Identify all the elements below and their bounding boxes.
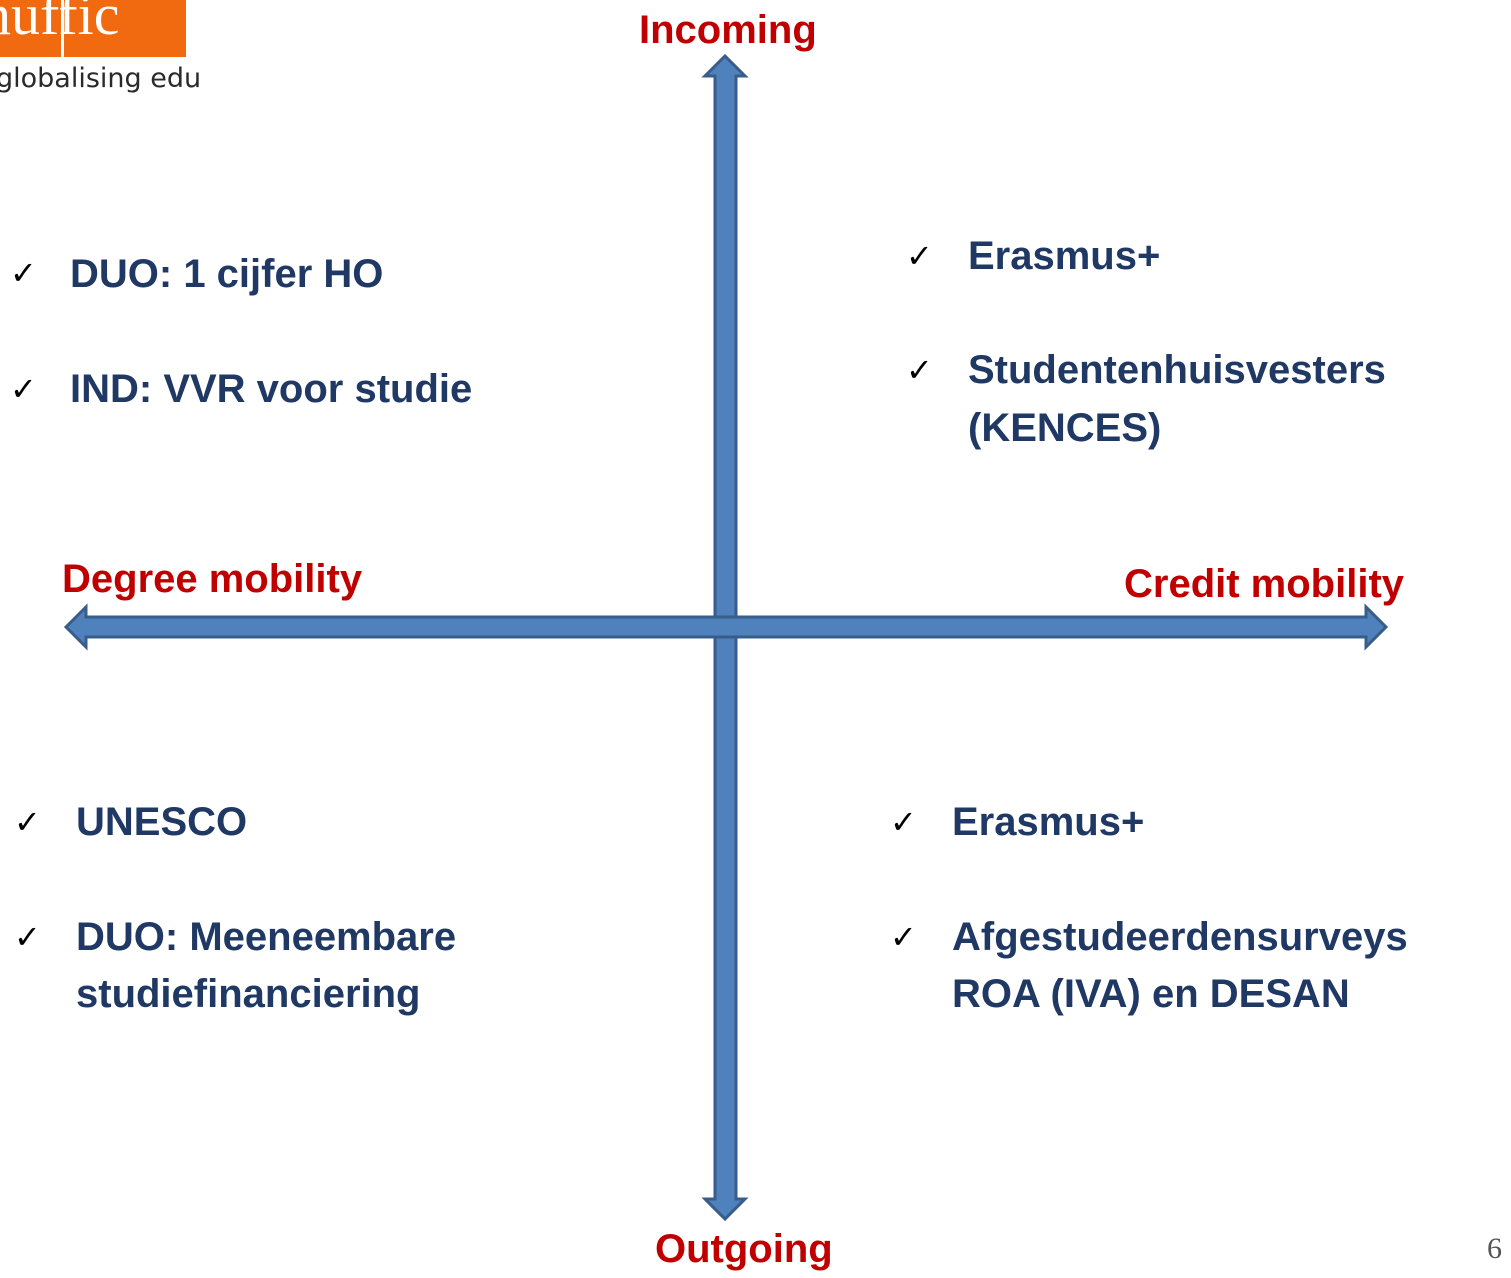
logo-wordmark: nuffic bbox=[0, 0, 120, 47]
nuffic-logo: nuffic bbox=[0, 0, 186, 57]
check-icon: ✓ bbox=[10, 254, 37, 292]
axis-label-credit-mobility: Credit mobility bbox=[1124, 562, 1405, 606]
axis-label-outgoing: Outgoing bbox=[655, 1227, 833, 1271]
quadrant-bottom-right-item: Afgestudeerdensurveys bbox=[952, 915, 1408, 959]
quadrant-top-left-item: IND: VVR voor studie bbox=[70, 367, 473, 411]
quadrant-top-right-item: Erasmus+ bbox=[968, 234, 1161, 278]
logo-tagline-container: globalising education bbox=[0, 63, 200, 103]
check-icon: ✓ bbox=[906, 237, 933, 275]
axis-label-degree-mobility: Degree mobility bbox=[62, 557, 363, 601]
horizontal-arrow bbox=[63, 603, 1389, 651]
quadrant-bottom-left-item: studiefinanciering bbox=[76, 972, 421, 1016]
quadrant-bottom-right-item: Erasmus+ bbox=[952, 800, 1145, 844]
quadrant-bottom-right-item: ROA (IVA) en DESAN bbox=[952, 972, 1350, 1016]
axis-label-incoming: Incoming bbox=[639, 8, 817, 52]
check-icon: ✓ bbox=[890, 918, 917, 956]
quadrant-top-left-item: DUO: 1 cijfer HO bbox=[70, 252, 384, 296]
logo-divider bbox=[61, 0, 64, 57]
check-icon: ✓ bbox=[10, 370, 37, 408]
quadrant-bottom-left-item: UNESCO bbox=[76, 800, 248, 844]
quadrant-top-right-item: (KENCES) bbox=[968, 406, 1162, 450]
quadrant-bottom-left-item: DUO: Meeneembare bbox=[76, 915, 457, 959]
check-icon: ✓ bbox=[14, 803, 41, 841]
check-icon: ✓ bbox=[890, 803, 917, 841]
check-icon: ✓ bbox=[14, 918, 41, 956]
quadrant-top-right-item: Studentenhuisvesters bbox=[968, 348, 1386, 392]
page-number: 6 bbox=[1487, 1232, 1502, 1265]
logo-tagline: globalising education bbox=[0, 63, 200, 94]
check-icon: ✓ bbox=[906, 351, 933, 389]
